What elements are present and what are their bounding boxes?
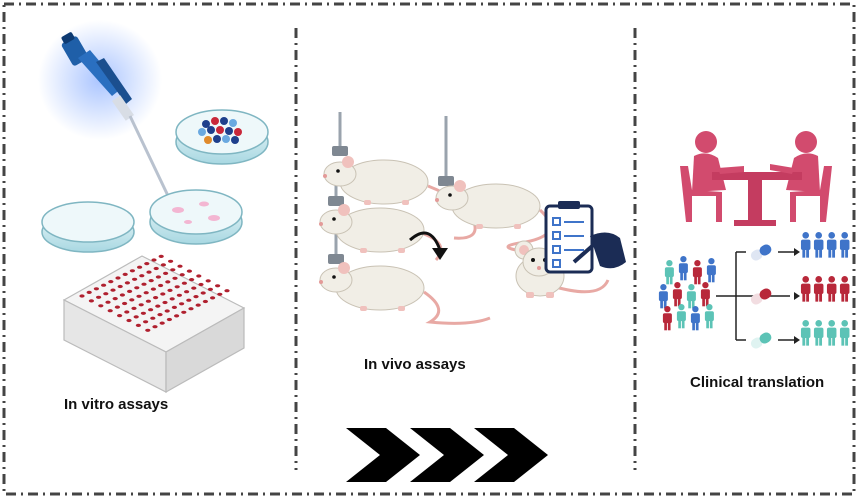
in-vitro-illustration	[38, 20, 269, 394]
arrowheads	[794, 248, 800, 344]
person-icon	[676, 304, 686, 329]
person-icon	[813, 276, 824, 302]
clinical-caption: Clinical translation	[690, 374, 825, 391]
person-icon	[686, 284, 696, 309]
person-icon	[704, 304, 714, 329]
in-vivo-caption: In vivo assays	[364, 356, 466, 373]
petri-dish-sample-icon	[149, 189, 243, 245]
patient-population-icon	[658, 256, 716, 331]
mouse-icon	[319, 262, 491, 325]
progress-chevrons	[346, 428, 548, 482]
mouse-icon	[323, 156, 477, 240]
person-icon	[700, 282, 710, 307]
person-icon	[800, 232, 811, 258]
chevron-icon	[346, 428, 420, 482]
in-vitro-caption: In vitro assays	[64, 396, 169, 413]
mouse-icon	[435, 180, 552, 252]
outer-frame	[2, 2, 856, 496]
petri-dish-cells-icon	[175, 109, 269, 165]
chevron-icon	[410, 428, 484, 482]
person-icon	[813, 232, 824, 258]
person-icon	[672, 282, 682, 307]
person-icon	[692, 260, 702, 285]
person-icon	[826, 276, 837, 302]
curved-arrow-icon	[408, 231, 448, 260]
person-icon	[658, 284, 668, 309]
person-icon	[826, 232, 837, 258]
pill-icons	[750, 244, 772, 349]
consultation-icon	[680, 131, 832, 226]
clipboard-checklist-icon	[544, 201, 626, 274]
mouse-icon	[319, 204, 443, 261]
clinical-illustration	[658, 131, 850, 349]
person-icon	[800, 320, 811, 346]
person-icon	[662, 306, 672, 331]
chevron-icon	[474, 428, 548, 482]
person-icon	[678, 256, 688, 281]
person-icon	[839, 232, 850, 258]
person-icon	[690, 306, 700, 331]
person-icon	[664, 260, 674, 285]
well-plate-icon	[62, 254, 246, 394]
petri-dish-empty-icon	[41, 201, 135, 253]
in-vivo-illustration	[319, 112, 626, 325]
person-icon	[706, 258, 716, 283]
person-icon	[800, 276, 811, 302]
treatment-groups-icon	[800, 232, 850, 346]
person-icon	[839, 276, 850, 302]
person-icon	[826, 320, 837, 346]
person-icon	[839, 320, 850, 346]
catheter-heads	[328, 146, 454, 264]
person-icon	[813, 320, 824, 346]
